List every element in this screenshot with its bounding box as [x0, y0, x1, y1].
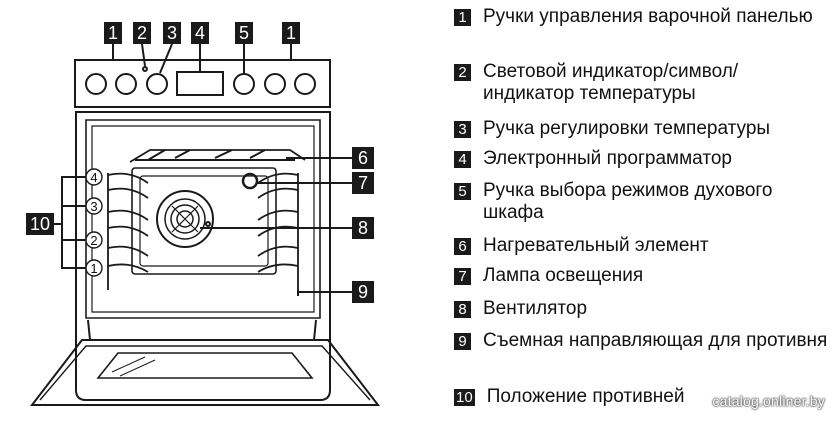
legend-item: 9 Съемная направляющая для противня	[454, 330, 828, 352]
legend-number: 9	[454, 333, 471, 350]
legend-text: Электронный программатор	[483, 148, 732, 169]
legend-item: 3 Ручка регулировки температуры	[454, 118, 828, 140]
shelf-position-marker	[85, 168, 103, 186]
legend-item: 8 Вентилятор	[454, 298, 828, 320]
callout-label: 2	[137, 23, 147, 43]
legend-text: Лампа освещения	[483, 265, 644, 286]
callout-9-shelf-runner	[352, 281, 374, 303]
mode-knob-icon	[233, 73, 255, 95]
hob-knob-icon	[85, 73, 107, 95]
callout-6-heating-element	[352, 147, 374, 169]
indicator-light-icon	[142, 66, 148, 72]
legend-text: Съемная направляющая для противня	[483, 330, 828, 351]
left-shelf-runner	[107, 172, 149, 290]
legend-text: Нагревательный элемент	[483, 235, 709, 256]
shelf-position-label: 3	[90, 199, 97, 214]
legend-item: 7 Лампа освещения	[454, 265, 828, 287]
callout-label: 10	[30, 214, 50, 234]
back-panel	[131, 167, 277, 275]
legend-text: Положение противней	[486, 386, 685, 407]
oven-diagram: 4 3 2 1 1 2 3 4 5 1 6 7 8 9 10	[26, 22, 381, 406]
legend-item: 1 Ручки управления варочной панелью	[454, 6, 828, 28]
callout-4-programmer	[191, 22, 209, 44]
legend-text: Вентилятор	[483, 298, 588, 319]
callout-1-hob-knobs	[104, 22, 122, 44]
legend-number: 4	[454, 151, 471, 168]
shelf-position-label: 4	[90, 170, 97, 185]
callout-2-indicator	[133, 22, 151, 44]
callout-7-lamp	[352, 172, 374, 194]
legend-text: Ручка регулировки температуры	[483, 118, 771, 139]
callout-label: 5	[239, 23, 249, 43]
oven-door	[29, 339, 381, 406]
legend-text: Ручки управления варочной панелью	[483, 6, 813, 27]
legend-item: 4 Электронный программатор	[454, 148, 828, 170]
legend-number: 1	[454, 9, 471, 26]
callout-5-mode-knob	[235, 22, 253, 44]
shelf-position-label: 1	[90, 261, 97, 276]
callout-label: 9	[358, 282, 368, 302]
callout-8-fan	[352, 217, 374, 239]
lamp-icon	[241, 172, 259, 190]
programmer-display	[176, 71, 224, 96]
hob-knob-icon	[115, 73, 137, 95]
callout-label: 4	[195, 23, 205, 43]
legend-item: 5 Ручка выбора режимов духового шкафа	[454, 180, 828, 224]
oven-body	[75, 111, 331, 401]
control-panel	[74, 59, 331, 108]
legend-item: 2 Световой индикатор/символ/ индикатор т…	[454, 61, 828, 105]
callout-label: 3	[167, 23, 177, 43]
callout-label: 8	[358, 218, 368, 238]
oven-cavity	[85, 119, 321, 319]
callout-label: 6	[358, 148, 368, 168]
fan-icon	[156, 190, 214, 248]
hob-knob-icon	[294, 73, 316, 95]
callout-10-shelf-positions	[26, 213, 54, 235]
legend-item: 6 Нагревательный элемент	[454, 235, 828, 257]
legend-text: Ручка выбора режимов духового шкафа	[483, 180, 773, 223]
shelf-position-marker	[85, 197, 103, 215]
hob-knob-icon	[264, 73, 286, 95]
legend-number: 2	[454, 64, 471, 81]
legend-item: 10 Положение противней	[454, 386, 832, 408]
right-shelf-runner	[257, 172, 299, 290]
shelf-position-label: 2	[90, 233, 97, 248]
legend-text: Световой индикатор/символ/ индикатор тем…	[483, 61, 739, 104]
temperature-knob-icon	[146, 73, 168, 95]
legend-number: 6	[454, 238, 471, 255]
legend-number: 8	[454, 301, 471, 318]
callout-label: 1	[108, 23, 118, 43]
heating-element	[129, 149, 306, 163]
callout-3-temperature-knob	[163, 22, 181, 44]
callout-label: 1	[286, 23, 296, 43]
legend-number: 10	[454, 389, 475, 406]
legend-number: 3	[454, 121, 471, 138]
shelf-position-marker	[85, 231, 103, 249]
callout-1-hob-knobs-right	[282, 22, 300, 44]
legend-number: 5	[454, 183, 471, 200]
shelf-position-marker	[85, 259, 103, 277]
callout-label: 7	[358, 173, 368, 193]
watermark: catalog.onliner.by	[712, 393, 825, 409]
legend-number: 7	[454, 268, 471, 285]
door-window	[96, 352, 314, 379]
